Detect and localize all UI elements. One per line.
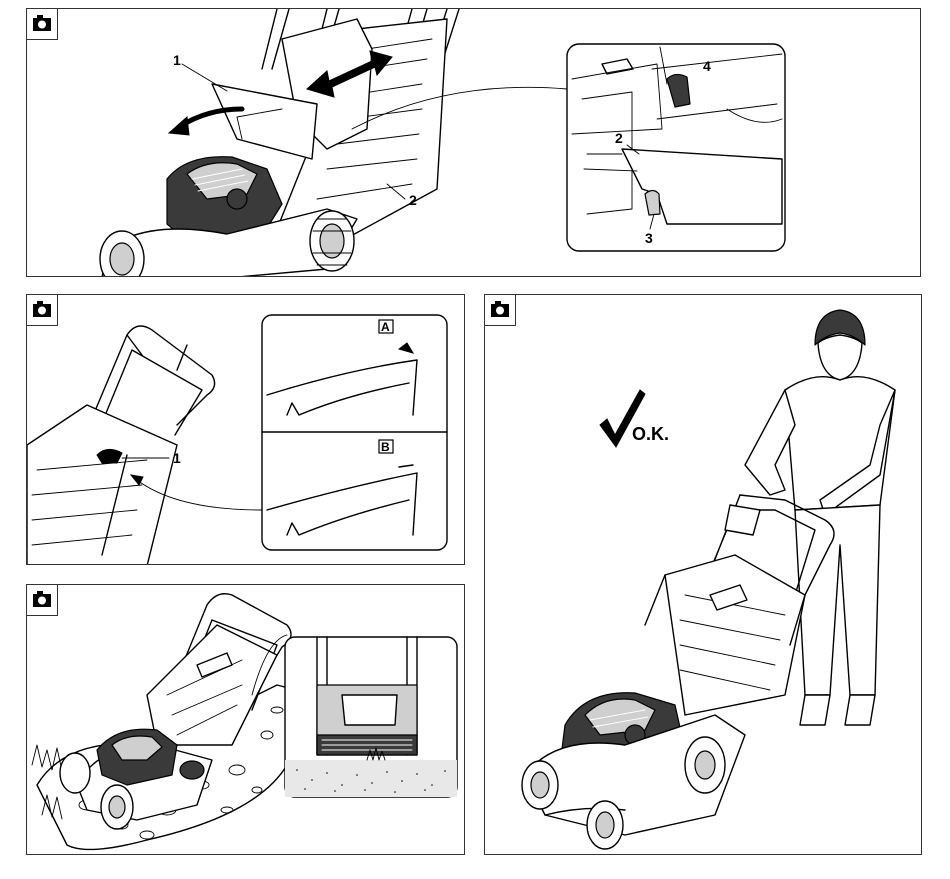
- figure-panel-mulching: [26, 584, 465, 855]
- mulching-lawnmower-illustration: [27, 585, 465, 855]
- state-label-b: B: [381, 440, 390, 454]
- callout-1: 1: [173, 52, 181, 68]
- inset-callout-4: 4: [703, 58, 711, 74]
- inset-callout-3: 3: [645, 230, 653, 246]
- callout-2: 2: [409, 192, 417, 208]
- ok-label: O.K.: [632, 424, 669, 444]
- grass-bag-fill-indicator-illustration: 1 A B: [27, 295, 465, 565]
- figure-panel-operator: O.K.: [484, 294, 922, 855]
- figure-panel-fill-indicator: 1 A B: [26, 294, 465, 565]
- callout-1: 1: [173, 450, 181, 466]
- lawnmower-grass-bag-removal-illustration: 1 2 4 2 3: [27, 9, 921, 277]
- state-label-a: A: [381, 320, 390, 334]
- figure-panel-top: 1 2 4 2 3: [26, 8, 921, 277]
- correct-operating-position-illustration: O.K.: [485, 295, 922, 855]
- inset-callout-2: 2: [615, 130, 623, 146]
